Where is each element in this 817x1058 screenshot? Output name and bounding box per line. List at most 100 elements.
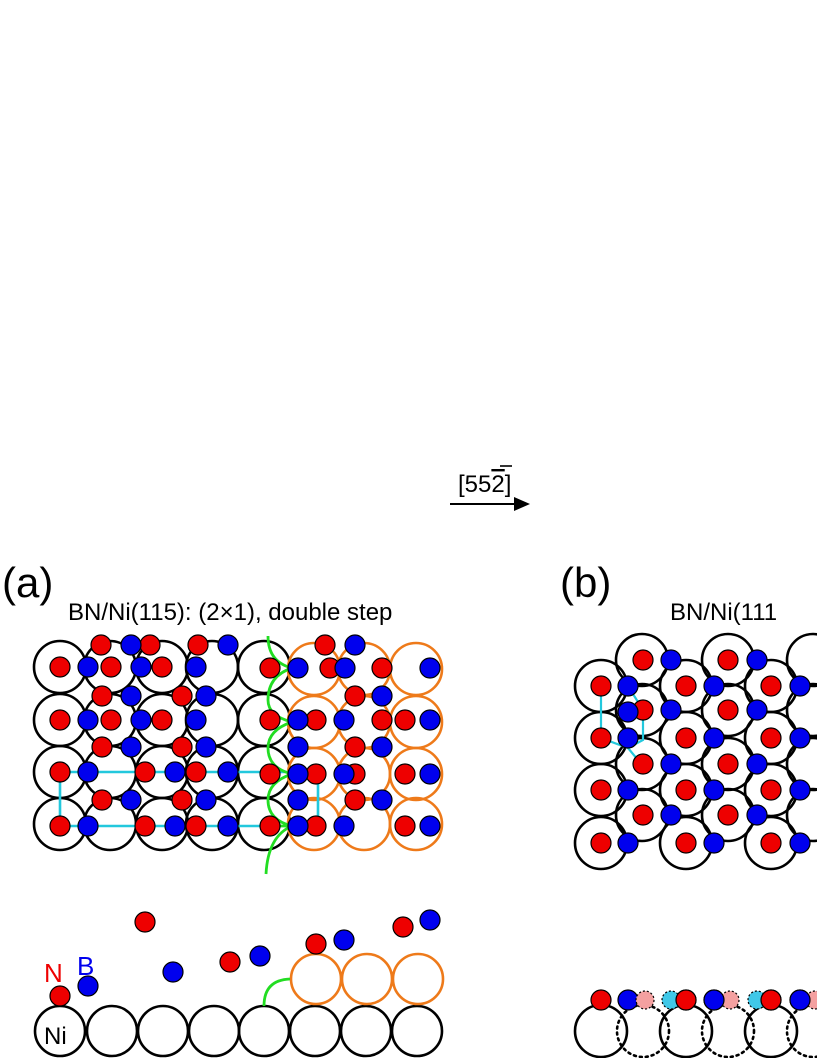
n-atom (760, 675, 782, 697)
b-atom (746, 804, 768, 826)
b-atom (344, 634, 366, 656)
b-atom (185, 709, 207, 731)
b-atom (617, 675, 639, 697)
panel-b-title: BN/Ni(111 (670, 599, 777, 626)
n-atom (151, 709, 173, 731)
b-atom (371, 789, 393, 811)
b-atom (746, 649, 768, 671)
n-atom (185, 761, 207, 783)
b-atom (333, 709, 355, 731)
n-atom-side-back (635, 990, 655, 1010)
b-atom-side (617, 989, 639, 1011)
b-atom (419, 815, 441, 837)
n-atom-side (305, 933, 327, 955)
ni-atom-upper (388, 746, 444, 802)
panel-a-side-view (33, 909, 445, 1058)
b-atom-side (333, 929, 355, 951)
b-atom (217, 761, 239, 783)
n-atom (675, 832, 697, 854)
panel-a-title: BN/Ni(115): (2×1), double step (68, 599, 392, 626)
n-atom (151, 656, 173, 678)
n-atom (314, 634, 336, 656)
n-atom (100, 709, 122, 731)
b-atom (164, 761, 186, 783)
n-atom (394, 763, 416, 785)
n-atom (394, 709, 416, 731)
n-atom (632, 753, 654, 775)
b-atom (617, 779, 639, 801)
b-atom-side (249, 945, 271, 967)
ni-atom-upper (388, 796, 444, 852)
b-atom (287, 815, 309, 837)
direction-label: [552] (458, 471, 511, 498)
panel-a-label: (a) (2, 559, 53, 606)
ni-atom (785, 682, 817, 738)
b-atom (789, 675, 811, 697)
b-atom (287, 709, 309, 731)
panel-a-side-step-edge (262, 977, 291, 1007)
n-atom (49, 709, 71, 731)
b-atom (660, 699, 682, 721)
ni-atom-side (573, 1003, 629, 1058)
panel-a-bn-layer (49, 634, 441, 837)
b-atom (164, 815, 186, 837)
n-atom (675, 727, 697, 749)
panel-b-ni-substrate (573, 632, 817, 871)
direction-suffix: ] (505, 471, 512, 498)
n-atom (259, 657, 281, 679)
b-atom (77, 656, 99, 678)
ni-atom-side-upper (289, 952, 343, 1006)
ni-atom-side (136, 1004, 190, 1058)
direction-overbar-digit: 2 (491, 471, 504, 498)
b-atom (746, 699, 768, 721)
n-atom (185, 815, 207, 837)
b-atom-side (789, 989, 811, 1011)
b-atom (419, 763, 441, 785)
side-step-edge-line (262, 977, 291, 1007)
b-atom (419, 657, 441, 679)
b-atom (617, 727, 639, 749)
b-atom (617, 701, 639, 723)
b-atom (703, 727, 725, 749)
n-atom (760, 779, 782, 801)
n-atom (91, 685, 113, 707)
b-atom (130, 709, 152, 731)
direction-arrow (450, 497, 530, 511)
n-atom (344, 685, 366, 707)
n-atom (100, 656, 122, 678)
n-atom (632, 649, 654, 671)
b-atom (789, 832, 811, 854)
n-atom-side (134, 911, 156, 933)
panel-b-top-view (573, 632, 817, 871)
n-atom (394, 815, 416, 837)
n-atom (344, 789, 366, 811)
b-atom (77, 761, 99, 783)
ni-atom-side (237, 1004, 291, 1058)
n-atom (717, 753, 739, 775)
panel-b-side-bn (590, 989, 817, 1011)
n-atom (259, 815, 281, 837)
n-atom (91, 736, 113, 758)
b-atom (120, 736, 142, 758)
b-atom (371, 736, 393, 758)
b-atom (120, 789, 142, 811)
b-atom (195, 736, 217, 758)
b-atom (371, 685, 393, 707)
n-atom (675, 779, 697, 801)
panel-b-side-ni-row (573, 1003, 817, 1058)
n-atom (717, 649, 739, 671)
b-atom (333, 815, 355, 837)
ni-atom-side-hidden (785, 1003, 817, 1058)
n-atom (171, 685, 193, 707)
n-atom (171, 789, 193, 811)
ni-atom-side (85, 1004, 139, 1058)
b-atom (217, 815, 239, 837)
b-atom (195, 685, 217, 707)
legend-nickel: Ni (44, 1023, 67, 1050)
n-atom (590, 779, 612, 801)
n-atom (717, 804, 739, 826)
b-atom (789, 779, 811, 801)
b-atom (617, 832, 639, 854)
n-atom (590, 675, 612, 697)
b-atom (789, 727, 811, 749)
